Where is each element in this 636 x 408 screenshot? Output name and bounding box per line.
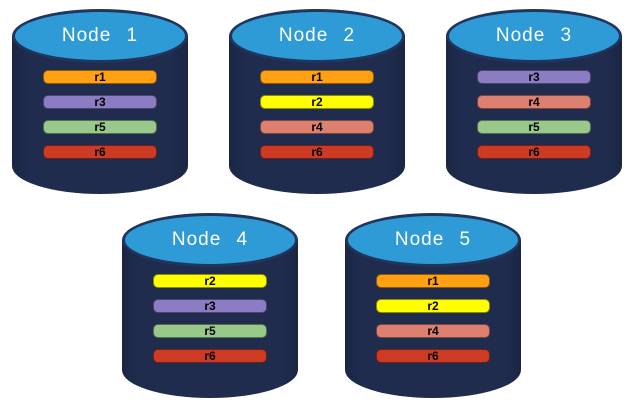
cylinder-top-ellipse: Node 3	[446, 9, 622, 63]
database-node: r1 r2 r4 r6 Node 5	[345, 213, 521, 399]
replica-bar: r6	[477, 145, 591, 159]
replica-bar: r3	[153, 299, 267, 313]
node-label: Node 4	[171, 229, 249, 250]
replica-bar: r1	[376, 274, 490, 288]
replica-bar: r4	[376, 324, 490, 338]
replica-bar: r5	[43, 120, 157, 134]
replica-bar: r6	[260, 145, 374, 159]
node-label: Node 5	[394, 229, 472, 250]
replica-bar: r5	[477, 120, 591, 134]
node-label: Node 2	[278, 25, 356, 46]
database-node: r1 r2 r4 r6 Node 2	[229, 9, 405, 195]
cylinder-top-ellipse: Node 1	[12, 9, 188, 63]
replica-list: r2 r3 r5 r6	[153, 274, 267, 374]
replica-list: r1 r2 r4 r6	[260, 70, 374, 170]
database-node: r3 r4 r5 r6 Node 3	[446, 9, 622, 195]
replica-list: r1 r2 r4 r6	[376, 274, 490, 374]
replica-bar: r3	[477, 70, 591, 84]
replica-list: r1 r3 r5 r6	[43, 70, 157, 170]
replica-list: r3 r4 r5 r6	[477, 70, 591, 170]
replica-bar: r4	[260, 120, 374, 134]
node-label: Node 1	[61, 25, 139, 46]
cylinder-top-ellipse: Node 4	[122, 213, 298, 267]
replica-bar: r2	[260, 95, 374, 109]
replica-bar: r6	[43, 145, 157, 159]
replica-bar: r2	[376, 299, 490, 313]
database-node: r2 r3 r5 r6 Node 4	[122, 213, 298, 399]
replica-bar: r1	[43, 70, 157, 84]
replica-bar: r4	[477, 95, 591, 109]
node-label: Node 3	[495, 25, 573, 46]
replica-bar: r3	[43, 95, 157, 109]
replica-bar: r5	[153, 324, 267, 338]
replica-bar: r2	[153, 274, 267, 288]
database-node: r1 r3 r5 r6 Node 1	[12, 9, 188, 195]
cylinder-top-ellipse: Node 5	[345, 213, 521, 267]
replica-bar: r6	[376, 349, 490, 363]
cylinder-top-ellipse: Node 2	[229, 9, 405, 63]
replica-bar: r1	[260, 70, 374, 84]
replica-bar: r6	[153, 349, 267, 363]
